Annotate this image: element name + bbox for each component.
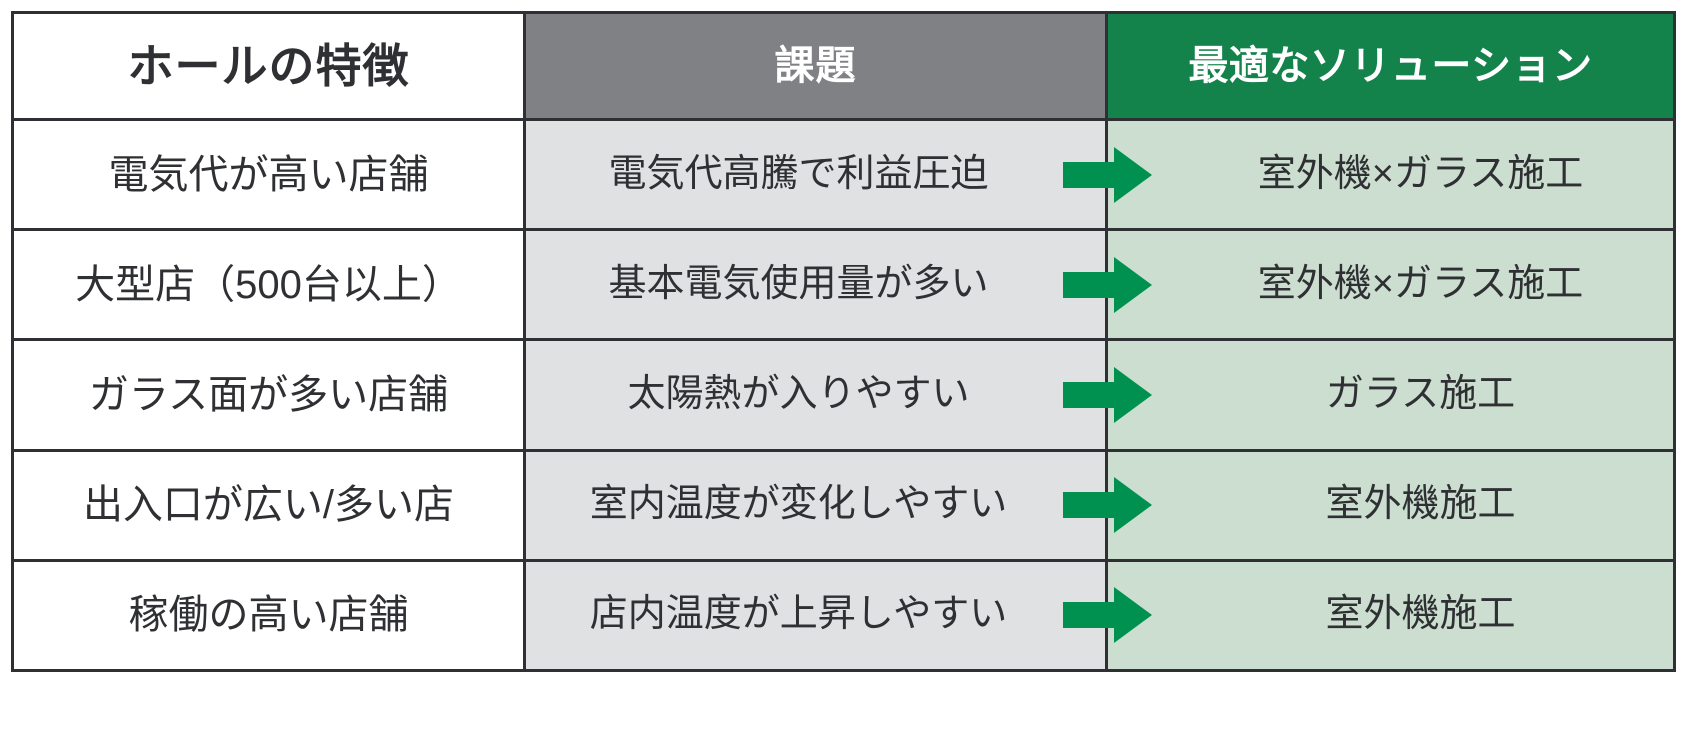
cell-issue-text: 店内温度が上昇しやすい xyxy=(589,593,1008,636)
cell-issue: 電気代高騰で利益圧迫 xyxy=(523,117,1152,232)
cell-solution: 室外機施工 xyxy=(1105,448,1676,562)
column-header-feature: ホールの特徴 xyxy=(11,11,526,121)
cell-issue-text: 基本電気使用量が多い xyxy=(608,262,989,305)
cell-solution: 室外機×ガラス施工 xyxy=(1105,117,1676,232)
solution-matrix-table-wrapper: ホールの特徴 課題 最適なソリューション 電気代が高い店舗 xyxy=(11,11,1676,673)
cell-feature-text: 大型店（500台以上） xyxy=(75,262,462,307)
cell-feature: 稼働の高い店舗 xyxy=(11,558,526,673)
cell-solution-text: 室外機×ガラス施工 xyxy=(1257,262,1584,305)
table-body: 電気代が高い店舗 電気代高騰で利益圧迫 室外機×ガラス施工 xyxy=(11,117,1676,673)
cell-feature: 出入口が広い/多い店 xyxy=(11,448,526,562)
column-header-issue: 課題 xyxy=(523,11,1108,121)
column-header-solution-label: 最適なソリューション xyxy=(1188,44,1593,88)
cell-issue: 太陽熱が入りやすい xyxy=(523,338,1152,452)
table-row: 出入口が広い/多い店 室内温度が変化しやすい 室外機施工 xyxy=(11,448,1676,562)
cell-feature: 電気代が高い店舗 xyxy=(11,117,526,232)
column-header-solution: 最適なソリューション xyxy=(1105,11,1676,121)
cell-solution-text: 室外機施工 xyxy=(1325,593,1516,636)
cell-issue: 店内温度が上昇しやすい xyxy=(523,558,1152,673)
cell-issue: 基本電気使用量が多い xyxy=(523,228,1152,342)
cell-feature-text: 電気代が高い店舗 xyxy=(108,152,429,197)
table-header: ホールの特徴 課題 最適なソリューション xyxy=(11,11,1676,121)
table-row: 大型店（500台以上） 基本電気使用量が多い 室外機×ガラス施工 xyxy=(11,228,1676,342)
table-row: ガラス面が多い店舗 太陽熱が入りやすい ガラス施工 xyxy=(11,338,1676,452)
solution-matrix-table: ホールの特徴 課題 最適なソリューション 電気代が高い店舗 xyxy=(11,11,1676,673)
cell-feature: 大型店（500台以上） xyxy=(11,228,526,342)
header-row: ホールの特徴 課題 最適なソリューション xyxy=(11,11,1676,121)
table-row: 稼働の高い店舗 店内温度が上昇しやすい 室外機施工 xyxy=(11,558,1676,673)
cell-solution-text: ガラス施工 xyxy=(1325,373,1516,416)
cell-issue: 室内温度が変化しやすい xyxy=(523,448,1152,562)
cell-issue-text: 室内温度が変化しやすい xyxy=(589,483,1008,526)
cell-solution-text: 室外機施工 xyxy=(1325,483,1516,526)
cell-solution: ガラス施工 xyxy=(1105,338,1676,452)
cell-feature-text: 稼働の高い店舗 xyxy=(128,593,409,638)
cell-feature: ガラス面が多い店舗 xyxy=(11,338,526,452)
column-header-feature-label: ホールの特徴 xyxy=(127,39,410,92)
cell-solution: 室外機施工 xyxy=(1105,558,1676,673)
cell-feature-text: ガラス面が多い店舗 xyxy=(88,372,449,417)
column-header-issue-label: 課題 xyxy=(774,44,857,88)
cell-feature-text: 出入口が広い/多い店 xyxy=(82,483,455,528)
cell-issue-text: 電気代高騰で利益圧迫 xyxy=(608,152,989,195)
cell-solution-text: 室外機×ガラス施工 xyxy=(1257,152,1584,195)
cell-solution: 室外機×ガラス施工 xyxy=(1105,228,1676,342)
table-row: 電気代が高い店舗 電気代高騰で利益圧迫 室外機×ガラス施工 xyxy=(11,117,1676,232)
cell-issue-text: 太陽熱が入りやすい xyxy=(627,373,970,416)
